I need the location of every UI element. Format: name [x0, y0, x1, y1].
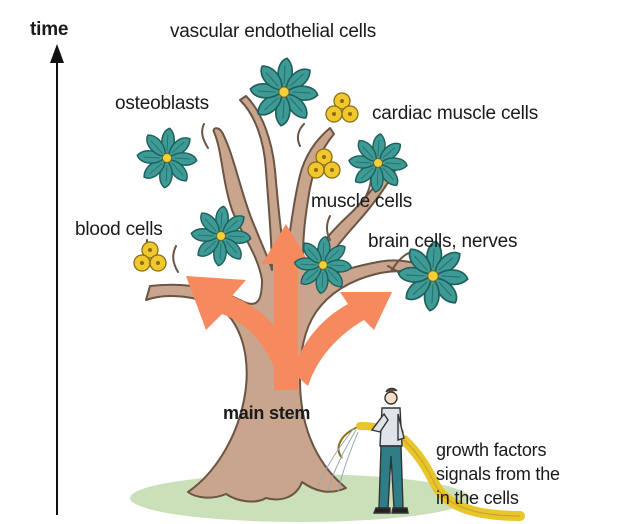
stem-cell-flower-icon: [348, 133, 408, 193]
label-muscle-cells: muscle cells: [311, 191, 413, 212]
cell-cluster-icon: [325, 92, 359, 123]
growth-line-2: signals from the: [436, 464, 560, 484]
stem-cell-flower-icon: [136, 127, 198, 189]
label-main-stem: main stem: [223, 403, 311, 423]
time-axis-label: time: [30, 19, 69, 40]
cell-cluster-icon: [133, 241, 167, 272]
label-cardiac-muscle-cells: cardiac muscle cells: [372, 103, 538, 124]
growth-arrow-right: [292, 292, 392, 386]
gardener-figure: [370, 387, 409, 514]
label-blood-cells: blood cells: [75, 219, 163, 240]
water-spray: [317, 427, 359, 493]
up-arrow-icon: [50, 44, 64, 63]
label-osteoblasts: osteoblasts: [115, 93, 209, 114]
label-brain-cells-nerves: brain cells, nerves: [368, 231, 518, 252]
growth-arrow-left: [186, 276, 296, 388]
label-vascular-endothelial-cells: vascular endothelial cells: [170, 21, 377, 42]
time-arrow: [50, 44, 64, 515]
growth-line-1: growth factors: [436, 440, 547, 460]
growth-line-3: in the cells: [436, 488, 519, 508]
label-growth-factors: growth factors signals from the in the c…: [436, 438, 560, 510]
